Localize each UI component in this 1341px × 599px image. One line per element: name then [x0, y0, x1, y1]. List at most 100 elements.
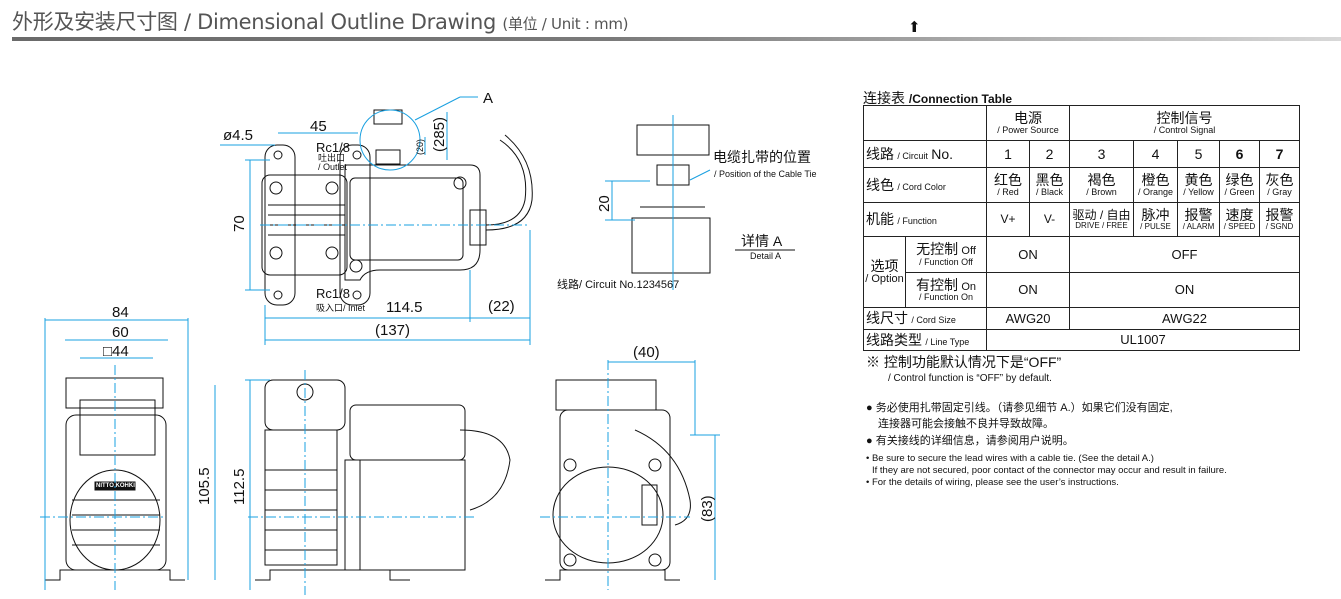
table-title-en: /Connection Table [908, 92, 1013, 106]
cable-protrusion: (22) [488, 298, 515, 315]
color-label: 线色 / Cord Color [863, 167, 987, 203]
circuit-cell: 3 [1069, 140, 1134, 168]
table-row: 有控制 On/ Function On ON ON [864, 272, 1300, 308]
color-cn: 红色 [994, 171, 1022, 188]
off-en: / Function Off [919, 256, 973, 267]
function-cell: 速度/ SPEED [1219, 202, 1260, 237]
on-tag: On [961, 280, 977, 293]
type-en: / Line Type [925, 336, 970, 347]
type-label: 线路类型 / Line Type [863, 329, 987, 351]
table-row: 线路 / Circuit No. 1 2 3 4 5 6 7 [863, 140, 1300, 168]
inlet-thread: Rc1/8 [316, 286, 350, 301]
function-cell: 报警/ ALARM [1177, 202, 1220, 237]
side-height: 112.5 [231, 468, 248, 505]
up-arrow-icon[interactable]: ⬆ [908, 19, 921, 36]
rear-view [545, 379, 691, 581]
circuit-label: 线路 / Circuit No. [863, 140, 987, 168]
outlet-thread: Rc1/8 [316, 140, 350, 155]
function-cn: 速度 [1225, 206, 1254, 223]
rear-view-dimensions [540, 360, 720, 590]
function-cn: 机能 [866, 211, 894, 228]
outlet-cn: 吐出口 [318, 153, 346, 163]
circuit-cell: 7 [1259, 140, 1300, 168]
circuit-cell: 6 [1219, 140, 1260, 168]
circuit-cn: 线路 [866, 145, 894, 162]
port-pitch: 45 [310, 118, 327, 135]
mount-pitch: 70 [231, 215, 248, 232]
off-cn: 无控制 [916, 241, 959, 257]
function-cell: 脉冲/ PULSE [1133, 202, 1178, 237]
option-cn: 选项 [870, 257, 899, 274]
rear-offset: (40) [633, 344, 660, 361]
cable-tie-cn: 电缆扎带的位置 [713, 149, 811, 165]
connection-table: 电源/ Power Source 控制信号/ Control Signal 线路… [863, 105, 1300, 351]
color-en: / Cord Color [897, 181, 946, 192]
width-mount: 60 [112, 324, 129, 341]
color-cell: 红色/ Red [986, 167, 1030, 203]
option-en: / Option [865, 272, 904, 285]
off-power-value: ON [986, 236, 1070, 273]
color-cn: 黑色 [1035, 171, 1064, 188]
default-note-cn: ※ 控制功能默认情况下是“OFF” [866, 354, 1062, 370]
circuit-numbers: 线路/ Circuit No.1234567 [557, 279, 680, 291]
off-control-value: OFF [1069, 236, 1300, 273]
connection-table-title: 连接表 /Connection Table [863, 88, 1012, 108]
on-control-value: ON [1069, 272, 1300, 308]
table-row: 线尺寸 / Cord Size AWG20 AWG22 [863, 307, 1300, 330]
default-note-en: / Control function is “OFF” by default. [888, 373, 1052, 384]
on-cn: 有控制 [915, 276, 958, 293]
function-cn: 报警 [1265, 206, 1294, 223]
color-en: / Brown [1086, 186, 1117, 197]
top-view-dimensions [220, 96, 531, 345]
color-cn: 线色 [866, 176, 894, 193]
color-en: / Black [1035, 186, 1063, 197]
size-power-value: AWG20 [986, 307, 1070, 330]
function-en: / ALARM [1182, 221, 1215, 231]
top-view [261, 109, 533, 306]
note-en-1: • Be sure to secure the lead wires with … [866, 453, 1154, 464]
function-cn: 脉冲 [1141, 206, 1170, 223]
size-en: / Cord Size [911, 315, 956, 326]
detail-a [605, 115, 795, 290]
color-en: / Gray [1267, 186, 1292, 197]
color-cell: 黄色/ Yellow [1177, 167, 1220, 203]
option-label: 选项/ Option [863, 236, 906, 308]
detail-title-cn: 详情 A [741, 233, 783, 249]
hole-diameter: ø4.5 [223, 127, 254, 144]
type-cn: 线路类型 [866, 331, 922, 348]
size-cn: 线尺寸 [866, 310, 908, 327]
lead-length: (285) [431, 116, 448, 152]
table-row: 电源/ Power Source 控制信号/ Control Signal [863, 105, 1300, 141]
size-label: 线尺寸 / Cord Size [863, 307, 987, 330]
title-rule [12, 37, 1341, 41]
function-cell: V- [1029, 202, 1070, 237]
circuit-cell: 1 [986, 140, 1030, 168]
note-cn-1: ● 务必使用扎带固定引线。（请参见细节 A.）如果它们没有固定, [866, 402, 1173, 414]
off-tag: Off [961, 245, 976, 257]
color-cn: 灰色 [1265, 171, 1294, 188]
side-view [255, 379, 511, 581]
function-cell: 报警/ SGND [1259, 202, 1300, 237]
on-power-value: ON [986, 272, 1070, 308]
table-title-cn: 连接表 [863, 90, 905, 106]
color-cell: 绿色/ Green [1219, 167, 1260, 203]
body-length: 114.5 [386, 299, 423, 316]
power-header: 电源/ Power Source [986, 105, 1070, 141]
function-en: / Function [897, 216, 937, 227]
square-size: □44 [103, 343, 129, 360]
title-text: 外形及安装尺寸图 / Dimensional Outline Drawing [12, 10, 496, 34]
function-en: / SPEED [1223, 221, 1256, 231]
table-row: 线路类型 / Line Type UL1007 [863, 329, 1300, 351]
front-view-dimensions [40, 318, 216, 590]
overall-length: (137) [375, 322, 411, 339]
color-en: / Red [997, 186, 1019, 197]
color-cell: 橙色/ Orange [1133, 167, 1178, 203]
note-cn-2: ● 有关接线的详细信息，请参阅用户说明。 [866, 435, 1074, 447]
circuit-cell: 5 [1177, 140, 1220, 168]
circuit-en: / Circuit [897, 150, 928, 161]
function-cn: 报警 [1184, 206, 1213, 223]
control-en: / Control Signal [1153, 124, 1216, 135]
